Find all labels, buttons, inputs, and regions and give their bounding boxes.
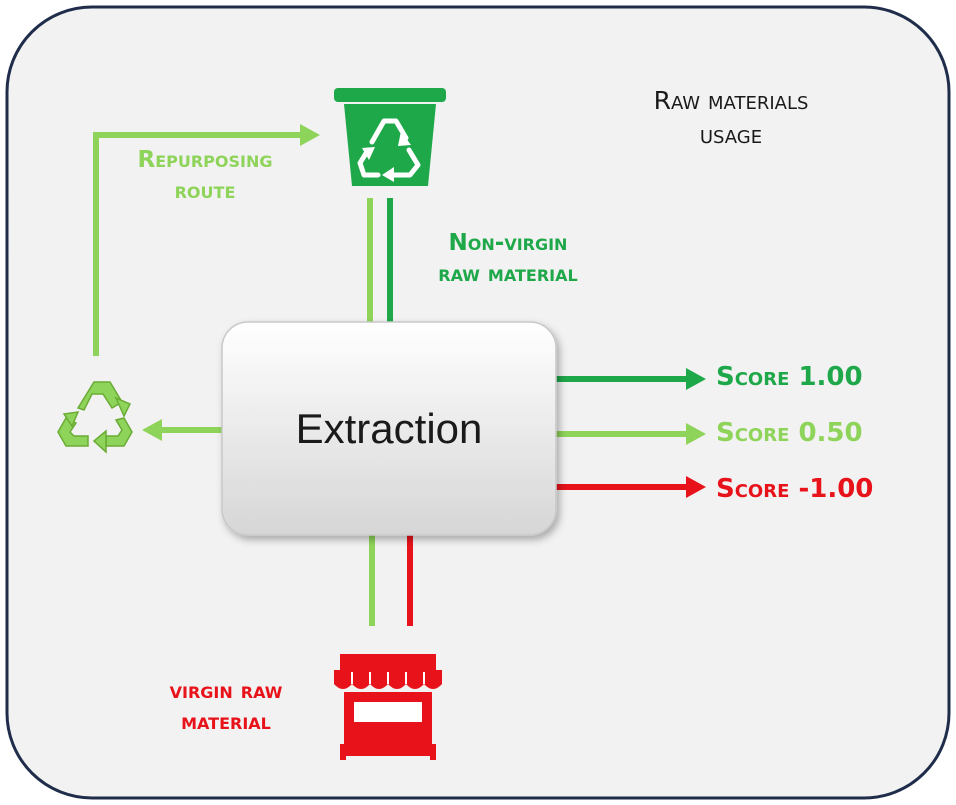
extraction-box bbox=[221, 321, 557, 536]
to-recycle-arrow bbox=[142, 419, 222, 441]
score-arrow-1 bbox=[556, 368, 706, 390]
extraction-label: Extraction bbox=[296, 405, 483, 452]
non-virgin-label: Non-virgin raw material bbox=[402, 228, 614, 290]
score-arrow-2 bbox=[556, 423, 706, 445]
repurposing-line-1: Repurposing bbox=[137, 147, 273, 173]
score-arrow-3 bbox=[556, 476, 706, 498]
virgin-line-2: material bbox=[181, 709, 271, 736]
repurposing-route-arrow bbox=[93, 124, 320, 356]
score-label-1: Score 1.00 bbox=[716, 362, 863, 392]
recycle-icon bbox=[57, 381, 133, 454]
repurposing-route-label: Repurposing route bbox=[98, 145, 312, 207]
virgin-line-1: virgin raw bbox=[169, 678, 283, 704]
recycle-bin-icon bbox=[334, 88, 446, 186]
non-virgin-line-1: Non-virgin bbox=[448, 230, 568, 256]
score-label-3: Score -1.00 bbox=[716, 474, 874, 504]
diagram-title: Raw materials usage bbox=[596, 84, 866, 152]
repurposing-line-2: route bbox=[174, 178, 236, 205]
title-line-1: Raw materials bbox=[653, 86, 809, 115]
non-virgin-line-2: raw material bbox=[438, 261, 578, 288]
title-line-2: usage bbox=[699, 119, 763, 149]
virgin-label: virgin raw material bbox=[128, 676, 324, 738]
score-label-2: Score 0.50 bbox=[716, 418, 863, 448]
store-icon bbox=[334, 654, 442, 760]
